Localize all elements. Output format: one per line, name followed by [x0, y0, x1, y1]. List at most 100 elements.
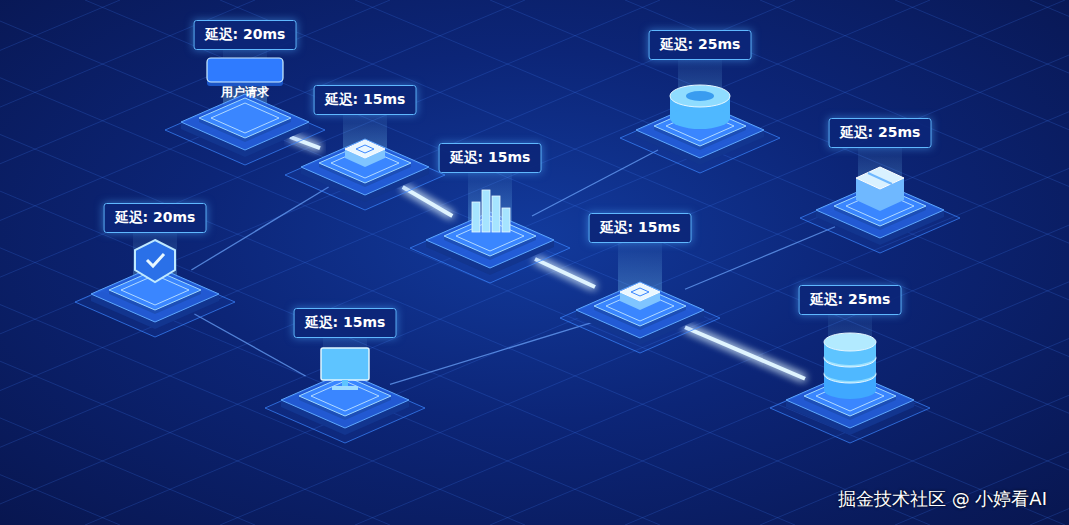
- service-node: 延迟: 15ms: [300, 376, 390, 420]
- check-mark: [147, 254, 164, 266]
- chart-bar: [472, 202, 480, 232]
- network-link: [191, 187, 328, 270]
- grid-line: [85, 0, 1069, 525]
- grid-line: [760, 0, 1069, 525]
- chip-mark: [631, 288, 649, 296]
- latency-callout: 延迟: 15ms: [439, 143, 542, 173]
- grid-line: [490, 0, 1069, 525]
- slab-top: [299, 376, 391, 416]
- request-path: [685, 327, 805, 378]
- latency-callout: 延迟: 15ms: [589, 213, 692, 243]
- grid-line: [895, 0, 1069, 525]
- platform-illustration: [240, 326, 450, 496]
- service-node: 延迟: 25ms: [805, 376, 895, 420]
- platform-ring: [285, 140, 445, 210]
- grid-line: [0, 0, 930, 525]
- latency-callout: 延迟: 25ms: [649, 30, 752, 60]
- service-node: 延迟: 15ms: [320, 143, 410, 187]
- grid-line: [0, 0, 930, 525]
- network-link: [194, 314, 305, 376]
- grid-line: [0, 0, 120, 525]
- slab-top: [345, 140, 385, 158]
- platform-illustration: [535, 236, 745, 406]
- grid-line: [0, 0, 660, 525]
- grid-line: [490, 0, 1069, 525]
- grid-line: [355, 0, 1069, 525]
- grid-line: [0, 0, 660, 525]
- platform-illustration: [385, 166, 595, 336]
- latency-callout: 延迟: 25ms: [799, 285, 902, 315]
- monitor-stand: [332, 386, 358, 390]
- service-node: 延迟: 20ms: [110, 270, 200, 314]
- service-node: 延迟: 20ms用户请求: [200, 98, 290, 142]
- cylinder-top: [824, 333, 876, 351]
- grid-line: [895, 0, 1069, 525]
- slab-top: [654, 106, 746, 146]
- latency-callout: 延迟: 15ms: [294, 308, 397, 338]
- slab-top: [856, 167, 904, 189]
- platform-ring: [265, 373, 425, 443]
- slab-top: [576, 282, 704, 338]
- platform-illustration: [775, 136, 985, 306]
- box-tape: [868, 173, 892, 184]
- platform-illustration: [50, 220, 260, 390]
- grid-line: [85, 0, 1069, 525]
- platform-ring: [620, 103, 780, 173]
- latency-callout: 延迟: 20ms: [194, 20, 297, 50]
- light-beam: [618, 242, 662, 300]
- service-node: 延迟: 15ms: [595, 286, 685, 330]
- disk-hole: [686, 91, 714, 101]
- platform-ring: [560, 283, 720, 353]
- request-path: [403, 187, 453, 216]
- latency-callout: 延迟: 20ms: [104, 203, 207, 233]
- light-beam: [343, 114, 387, 157]
- network-link: [532, 150, 658, 216]
- chart-bar: [482, 190, 490, 232]
- grid-line: [760, 0, 1069, 525]
- platform-inner: [311, 381, 379, 411]
- network-link: [685, 227, 835, 290]
- platform-illustration: [745, 326, 955, 496]
- slab-top: [199, 98, 291, 138]
- grid-line: [0, 0, 390, 525]
- node-label: 用户请求: [221, 84, 269, 101]
- monitor-screen: [321, 348, 369, 380]
- cylinder-bottom: [670, 107, 730, 129]
- latency-callout: 延迟: 25ms: [829, 118, 932, 148]
- grid-line: [0, 0, 390, 525]
- shield-icon: [135, 240, 175, 282]
- cylinder-bottom: [824, 381, 876, 399]
- slab-top: [281, 372, 409, 428]
- slab-top: [301, 139, 429, 195]
- chip-mark: [356, 145, 374, 153]
- platform-ring: [165, 95, 325, 165]
- request-path: [535, 259, 595, 287]
- grid-line: [0, 0, 795, 525]
- platform-illustration: [595, 56, 805, 226]
- grid-line: [220, 0, 1069, 525]
- grid-line: [1030, 0, 1069, 525]
- chart-bar: [492, 196, 500, 232]
- grid-line: [355, 0, 1069, 525]
- chart-bar: [502, 208, 510, 232]
- service-node: 延迟: 15ms: [445, 216, 535, 260]
- grid-line: [625, 0, 1069, 525]
- monitor-neck: [342, 380, 348, 387]
- slab-top: [620, 283, 660, 301]
- request-box: [207, 58, 283, 82]
- service-node: 延迟: 25ms: [835, 186, 925, 230]
- slab-top: [636, 102, 764, 158]
- slab-top: [181, 94, 309, 150]
- grid-line: [0, 0, 120, 525]
- grid-line: [625, 0, 1069, 525]
- cylinder-top: [670, 85, 730, 107]
- platform-inner: [211, 103, 279, 133]
- platform-illustration: [140, 48, 350, 218]
- grid-line: [0, 0, 795, 525]
